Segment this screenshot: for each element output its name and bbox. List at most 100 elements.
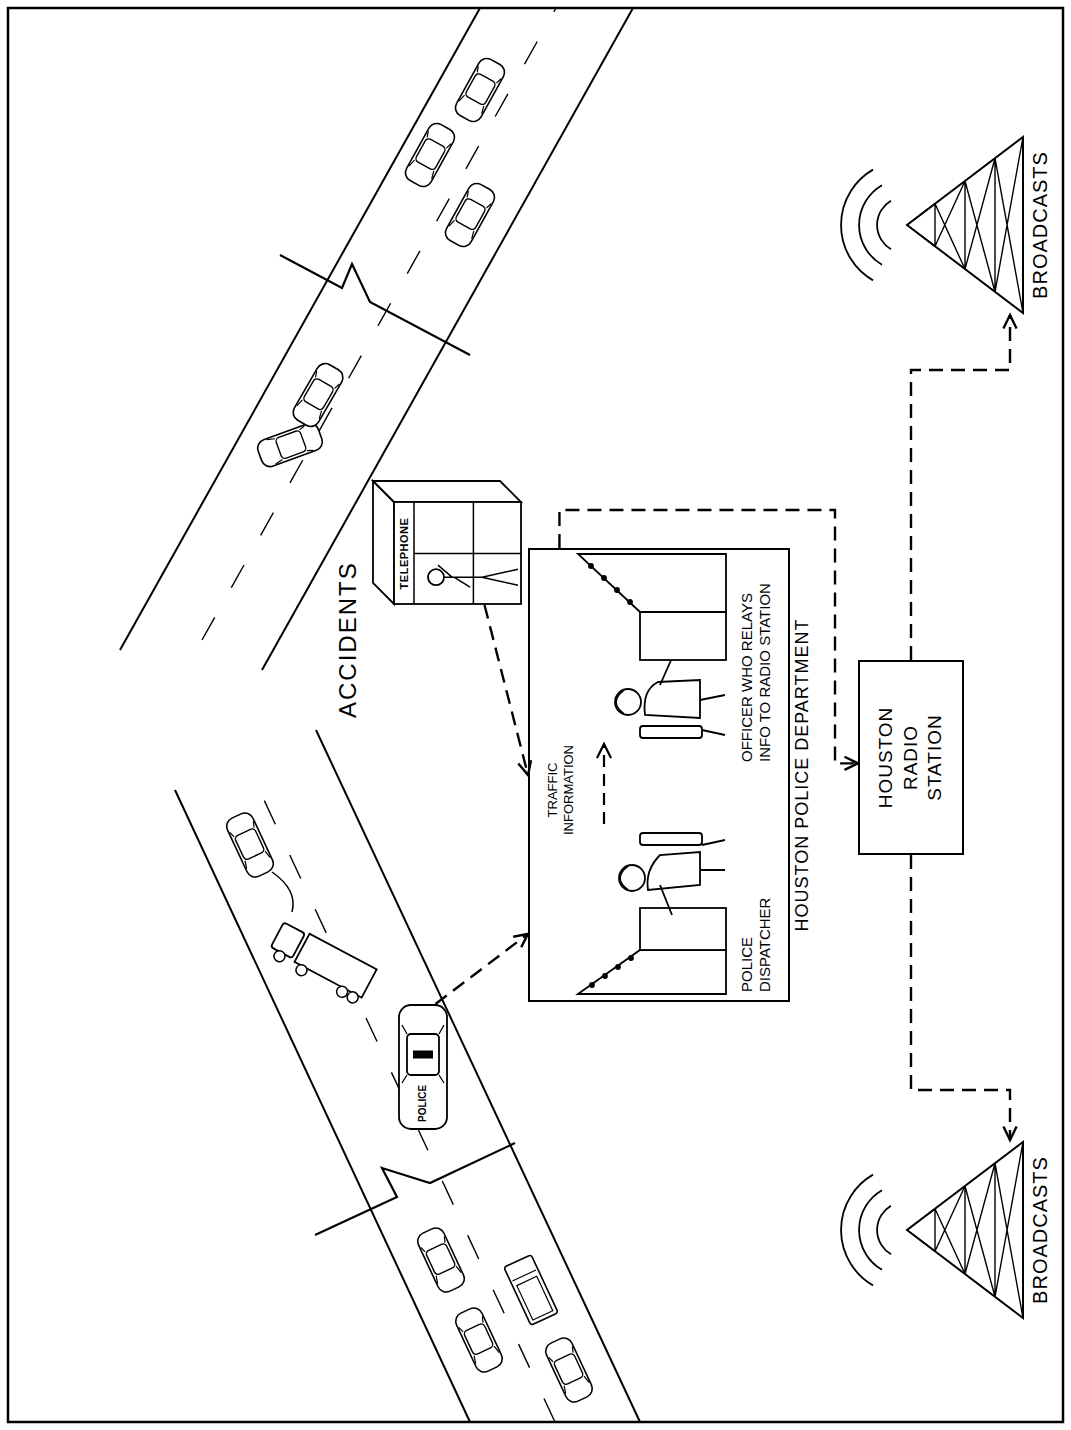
connector-line <box>911 855 1010 1140</box>
person-head <box>619 865 645 891</box>
wave-arc <box>841 170 873 281</box>
accidents-caption: ACCIDENTS <box>334 561 363 718</box>
car <box>442 180 498 250</box>
booth-sign: TELEPHONE <box>394 502 414 605</box>
road-edge <box>262 8 633 670</box>
dashed-arrow <box>911 315 1017 660</box>
console-button <box>615 588 619 592</box>
station-box: HOUSTON RADIO STATION <box>858 660 964 855</box>
console-button <box>628 600 632 604</box>
tower-outline <box>907 137 1023 313</box>
tower-lattice <box>907 137 1023 313</box>
chair-legs <box>700 695 725 735</box>
lane-line <box>250 770 555 1422</box>
wave-arc <box>859 1190 882 1270</box>
dashed-line <box>603 746 605 824</box>
car <box>415 1225 467 1295</box>
headset <box>620 866 628 890</box>
light-bar <box>413 1051 433 1059</box>
console <box>578 950 726 994</box>
page-frame <box>8 8 1063 1422</box>
car <box>453 1305 505 1375</box>
desk <box>640 908 726 950</box>
wave-arc <box>877 1206 891 1254</box>
connector-line <box>485 605 529 775</box>
car <box>402 120 458 190</box>
node-outline <box>905 1140 1025 1320</box>
booth-frame <box>414 502 521 604</box>
connector-line <box>911 315 1010 660</box>
person-arm <box>660 658 672 685</box>
tower-outline <box>907 1142 1023 1318</box>
person-arm <box>660 885 672 915</box>
person-head <box>615 689 641 715</box>
console <box>578 554 726 612</box>
overturned-truck <box>265 921 376 1006</box>
station-name: HOUSTON RADIO STATION <box>874 699 948 817</box>
person-label: POLICE DISPATCHER <box>738 872 774 992</box>
arrow-head <box>597 744 611 758</box>
skid-mark <box>272 872 293 912</box>
radio-tower: BROADCASTS <box>905 1140 1025 1320</box>
road-break <box>315 1143 515 1235</box>
person-label: OFFICER WHO RELAYS INFO TO RADIO STATION <box>738 557 774 762</box>
department-heading: HOUSTON POLICE DEPARTMENT <box>792 618 814 931</box>
chair <box>640 833 702 845</box>
car-body <box>399 1005 447 1129</box>
dispatcher-figure <box>578 833 726 994</box>
road-break <box>280 255 470 355</box>
console-button <box>603 974 607 978</box>
tower-lattice <box>907 1142 1023 1318</box>
police-car: POLICE <box>398 1004 448 1130</box>
chair <box>640 726 702 738</box>
wave-arc <box>859 185 882 265</box>
dashed-arrow <box>485 605 532 775</box>
caller-head <box>428 569 444 585</box>
arrow-head <box>1003 1127 1016 1140</box>
wave-arc <box>841 1175 873 1286</box>
connector-line <box>436 934 529 1004</box>
headset <box>616 690 624 714</box>
booth-side <box>373 481 521 502</box>
chair-legs <box>700 840 725 870</box>
dashed-arrow <box>436 934 529 1004</box>
car-pillars <box>402 1025 444 1083</box>
node-outline <box>372 480 522 605</box>
arrow-head <box>845 757 858 770</box>
van <box>504 1255 558 1326</box>
person-body <box>648 852 701 890</box>
radio-tower: BROADCASTS <box>905 135 1025 315</box>
wrecked-car <box>255 421 325 469</box>
officer-figure <box>578 554 726 738</box>
lane-line <box>202 8 556 640</box>
highways <box>120 8 640 1422</box>
person-body <box>645 680 700 718</box>
console-button <box>590 983 594 987</box>
car-roof <box>407 1034 439 1075</box>
car-marking: POLICE <box>417 1084 429 1123</box>
car <box>543 1335 595 1405</box>
console-button <box>589 564 593 568</box>
road-edge <box>316 730 640 1422</box>
arrow-head <box>513 934 528 947</box>
desk <box>640 612 726 660</box>
wrecked-car <box>224 810 276 880</box>
car <box>452 55 508 125</box>
dashed-arrow <box>911 855 1017 1140</box>
telephone-booth: TELEPHONE <box>372 480 522 605</box>
node-outline <box>905 135 1025 315</box>
wave-arc <box>877 201 891 249</box>
tower-caption: BROADCASTS <box>1028 1156 1052 1304</box>
console-button <box>602 576 606 580</box>
console-button <box>629 956 633 960</box>
arrow-head <box>1003 315 1016 328</box>
internal-arrow <box>597 744 611 824</box>
road-edge <box>175 790 470 1422</box>
console-button <box>616 965 620 969</box>
traffic <box>224 55 595 1405</box>
caller-body <box>438 565 518 587</box>
wrecked-car <box>290 360 346 429</box>
flow-label: TRAFFIC INFORMATION <box>545 738 576 842</box>
booth-front <box>394 502 521 604</box>
